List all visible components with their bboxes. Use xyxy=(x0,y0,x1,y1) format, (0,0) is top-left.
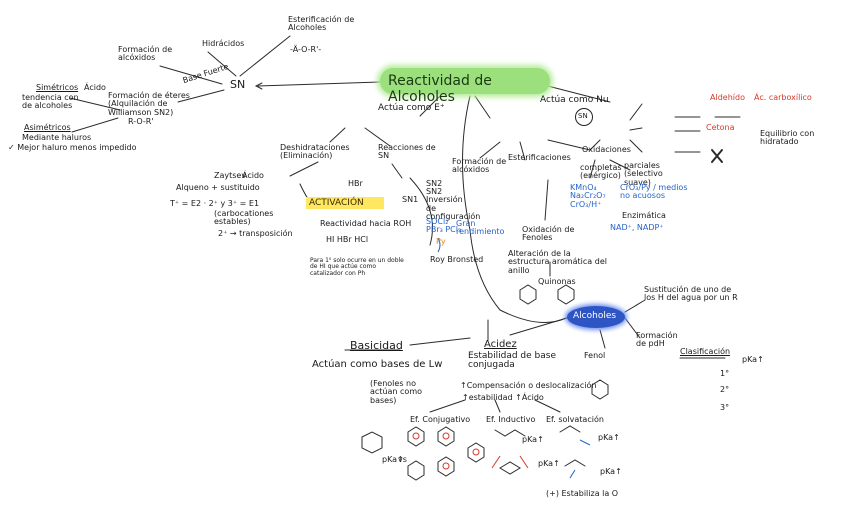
transposicion-label: 2⁺ → transposición xyxy=(218,229,293,238)
zaytsev-label: Zaytsev xyxy=(214,171,247,180)
estabiliza-label: (+) Estabiliza la O xyxy=(546,489,619,498)
cetona-label: Cetona xyxy=(706,123,735,132)
fenoles-nota-label: (Fenoles no actúan como bases) xyxy=(370,379,423,405)
acido-left-label: Ácido xyxy=(84,83,106,92)
ef-inductivo-label: Ef. Inductivo xyxy=(486,415,536,424)
aldehido-label: Aldehído xyxy=(710,93,745,102)
alteracion-label: Alteración de la estructura aromática de… xyxy=(508,249,607,275)
activacion-text: ACTIVACIÓN xyxy=(309,198,364,208)
sn2-label: SN2 xyxy=(426,179,443,188)
activacion-badge: ACTIVACIÓN xyxy=(306,197,384,209)
estabilidad-acido-label: ↑estabilidad ↑Ácido xyxy=(462,393,544,402)
equilibrio-label: Equilibrio con hidratado xyxy=(760,129,815,147)
parciales-reactivos-label: CrO₃/Py / medios no acuosos xyxy=(620,183,688,201)
clasificacion-label: Clasificación xyxy=(680,347,731,356)
acidez-label: Acidez xyxy=(484,339,517,350)
eter-formula: R-O-R' xyxy=(128,117,154,126)
enzimatica-label: Enzimática xyxy=(622,211,666,220)
pka-bottom-5: pKa↑ xyxy=(600,467,622,476)
actua-nu-label: Actúa como Nu xyxy=(540,95,609,105)
acidos-label: HI HBr HCl xyxy=(326,235,369,244)
actua-e-label: Actúa como E⁺ xyxy=(378,103,445,113)
hidracidos-label: Hidrácidos xyxy=(202,39,245,48)
ester-formula: -Ä-O-R'- xyxy=(290,45,322,54)
simetricos-label: Simétricos xyxy=(36,83,79,92)
completas-label: completas (enérgico) xyxy=(580,163,622,181)
pka-bottom-3: pKa↑ xyxy=(598,433,620,442)
clasificacion-1: 1° xyxy=(720,369,730,378)
roy-bronsted-label: Roy Bronsted xyxy=(430,255,484,264)
sn-badge: SN xyxy=(575,108,593,126)
formacion-pdh-label: Formación de pdH xyxy=(636,331,678,349)
acido-carboxilico-label: Ác. carboxílico xyxy=(754,93,812,102)
reactividad-label: Reactividad hacia ROH xyxy=(320,219,412,228)
nota-label: Para 1⁰ solo ocurre en un doble de HI qu… xyxy=(310,257,404,277)
sn-label: SN xyxy=(230,78,246,91)
basicidad-label: Basicidad xyxy=(350,339,403,352)
regla-e-label: T⁺ = E2 · 2⁺ y 3⁺ = E1 xyxy=(170,199,260,208)
sn-badge-text: SN xyxy=(578,112,588,120)
clasificacion-3: 3° xyxy=(720,403,730,412)
actuan-bases-label: Actúan como bases de Lw xyxy=(312,359,443,370)
asim-desc-1: Mediante haluros xyxy=(22,133,92,142)
oxidacion-fenoles-label: Oxidación de Fenoles xyxy=(522,225,575,243)
pka-bottom-2: pKa↑ xyxy=(522,435,544,444)
oxidaciones-label: Oxidaciones xyxy=(582,145,631,154)
pka-bottom-1: pKa↑ xyxy=(382,455,404,464)
carbocationes-label: (carbocationes estables) xyxy=(214,209,274,227)
formacion-eteres-label: Formación de éteres (Alquilación de Will… xyxy=(108,91,190,117)
title-text: Reactividad de Alcoholes xyxy=(388,73,492,105)
vs-label: vs xyxy=(398,455,407,464)
formacion-alcoxidos-right: Formación de alcóxidos xyxy=(452,157,507,175)
simetricos-desc: tendencia con de alcoholes xyxy=(22,93,79,111)
quinonas-label: Quinonas xyxy=(538,277,576,286)
alqueno-sustituido-label: Alqueno + sustituido xyxy=(176,183,260,192)
deshidrataciones-label: Deshidrataciones (Eliminación) xyxy=(280,143,350,161)
sustitucion-label: Sustitución de uno de los H del agua por… xyxy=(644,285,738,303)
fenol-label: Fenol xyxy=(584,351,606,360)
sn1-label: SN1 xyxy=(402,195,419,204)
clasificacion-2: 2° xyxy=(720,385,730,394)
estabilidad-label: Estabilidad de base conjugada xyxy=(468,351,557,371)
py-label: Py xyxy=(436,237,446,246)
nad-label: NAD⁺, NADP⁺ xyxy=(610,223,664,232)
reacciones-sn-label: Reacciones de SN xyxy=(378,143,436,161)
esterificacion-label: Esterificación de Alcoholes xyxy=(288,15,355,33)
hbr-label: HBr xyxy=(348,179,363,188)
ef-conjugativo-label: Ef. Conjugativo xyxy=(410,415,471,424)
sn2-inversion-label: SN2 Inversión de configuración xyxy=(426,187,481,222)
reactivos-label: SOCl₂ PBr₃ PCl₃ xyxy=(426,217,462,235)
esterificaciones-label: Esterificaciones xyxy=(508,153,571,162)
central-node-alcoholes: Alcoholes xyxy=(567,306,625,328)
asimetricos-label: Asimétricos xyxy=(24,123,71,132)
acido-middle-label: Ácido xyxy=(242,171,264,180)
ef-solvatacion-label: Ef. solvatación xyxy=(546,415,604,424)
gran-rendimiento-label: Gran rendimiento xyxy=(456,219,505,237)
pka-right-label: pKa↑ xyxy=(742,355,764,364)
parciales-label: parciales (selectivo suave) xyxy=(624,161,663,187)
oxidantes-label: KMnO₄ Na₂Cr₂O₇ CrO₃/H⁺ xyxy=(570,183,606,209)
title-badge: Reactividad de Alcoholes xyxy=(380,68,550,105)
pka-bottom-4: pKa↑ xyxy=(538,459,560,468)
compensacion-label: ↑Compensación o deslocalización xyxy=(460,381,597,390)
formacion-alcoxidos-left: Formación de alcóxidos xyxy=(118,45,173,63)
asim-desc-2: ✓ Mejor haluro menos impedido xyxy=(8,143,137,152)
central-node-label: Alcoholes xyxy=(573,311,617,321)
